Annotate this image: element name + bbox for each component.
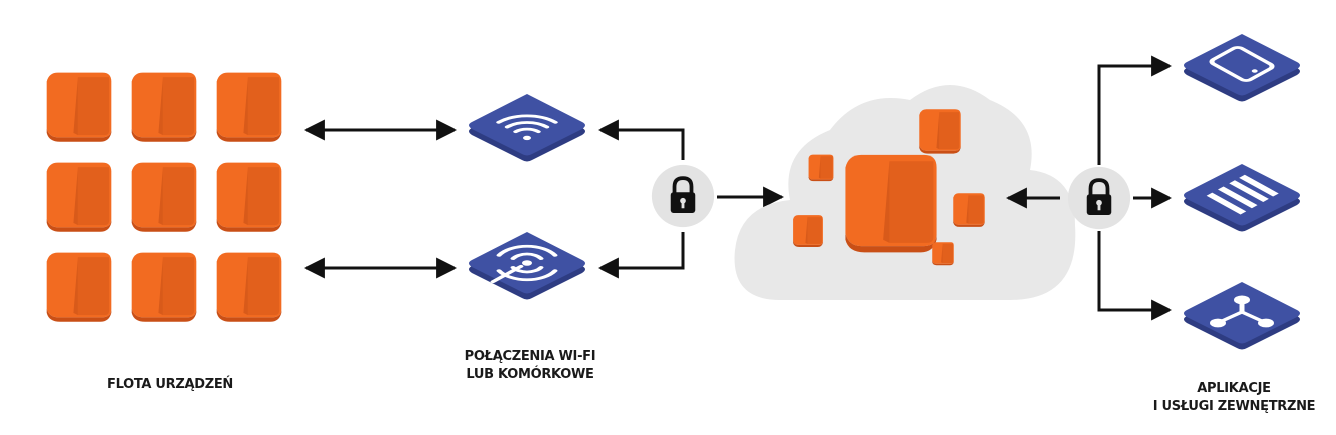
- lock-icon: [650, 163, 716, 229]
- connector-tiles-lock: [597, 119, 685, 160]
- cube-icon: [932, 242, 954, 266]
- service-bars-icon: [1206, 174, 1279, 215]
- cube-icon: [793, 215, 823, 247]
- cube-icon: [131, 72, 197, 142]
- connector-tiles-lock-lower: [597, 232, 685, 279]
- cube-icon: [216, 252, 282, 322]
- cube-icon: [216, 162, 282, 232]
- share-node-icon: [1210, 295, 1274, 328]
- fleet-label-text: FLOTA URZĄDZEŃ: [106, 377, 234, 392]
- cube-icon: [131, 252, 197, 322]
- cube-icon: [953, 193, 985, 227]
- cube-icon: [216, 72, 282, 142]
- wifi-tile: [469, 94, 585, 162]
- connections-label: POŁĄCZENIA WI-FI LUB KOMÓRKOWE: [440, 348, 620, 384]
- connections-label-line1: POŁĄCZENIA WI-FI: [464, 349, 596, 364]
- wifi-icon: [496, 114, 558, 141]
- cellular-tile: [469, 232, 585, 300]
- lock-icon: [1066, 165, 1132, 231]
- connector-lock-share: [1097, 231, 1173, 321]
- cube-icon: [919, 109, 961, 154]
- cube-icon: [46, 252, 112, 322]
- cube-icon: [845, 154, 937, 253]
- apps-label-line1: APLIKACJE: [1197, 381, 1271, 396]
- cube-icon: [46, 162, 112, 232]
- apps-label-line2: I USŁUGI ZEWNĘTRZNE: [1152, 399, 1316, 414]
- cube-icon: [808, 154, 834, 182]
- fleet-label: FLOTA URZĄDZEŃ: [90, 376, 250, 394]
- connector-lock-tablet: [1097, 55, 1173, 165]
- cube-icon: [46, 72, 112, 142]
- device-fleet: [46, 72, 282, 322]
- tablet-tile: [1184, 34, 1300, 102]
- cellular-signal-icon: [490, 244, 558, 284]
- connections-label-line2: LUB KOMÓRKOWE: [466, 367, 594, 382]
- cube-icon: [131, 162, 197, 232]
- service-tile: [1184, 164, 1300, 232]
- apps-label: APLIKACJE I USŁUGI ZEWNĘTRZNE: [1136, 380, 1332, 416]
- tablet-icon: [1209, 46, 1275, 82]
- share-tile: [1184, 282, 1300, 350]
